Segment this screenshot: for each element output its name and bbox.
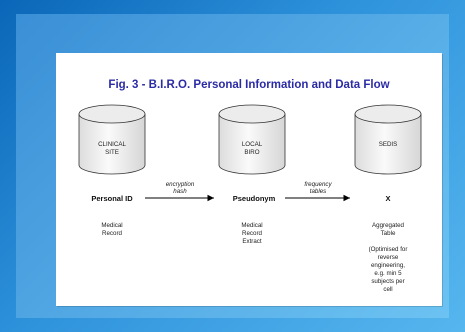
slide: Fig. 3 - B.I.R.O. Personal Information a… (56, 53, 442, 306)
id-label-x: X (385, 194, 391, 203)
cylinder-local-biro (218, 104, 286, 175)
cylinder-label-local-biro: LOCAL BIRO (241, 141, 263, 156)
id-label-personal-id: Personal ID (91, 194, 133, 203)
cylinder-label-sedis: SEDIS (378, 141, 398, 148)
id-label-pseudonym: Pseudonym (232, 194, 276, 203)
cylinder-sedis (354, 104, 422, 175)
diagram-title: Fig. 3 - B.I.R.O. Personal Information a… (108, 79, 390, 91)
edge-label-frequency-tables: frequency tables (304, 181, 332, 195)
desc-aggregated-table: Aggregated Table (Optimised for reverse … (368, 222, 408, 293)
flow-diagram (78, 104, 422, 202)
desc-medical-record-extract: Medical Record Extract (241, 222, 263, 245)
slide-frame: Fig. 3 - B.I.R.O. Personal Information a… (16, 14, 449, 318)
cylinder-label-clinical-site: CLINICAL SITE (98, 141, 126, 156)
edge-label-encryption-hash: encryption hash (165, 181, 195, 195)
desc-medical-record: Medical Record (101, 222, 123, 237)
cylinder-clinical-site (78, 104, 146, 175)
